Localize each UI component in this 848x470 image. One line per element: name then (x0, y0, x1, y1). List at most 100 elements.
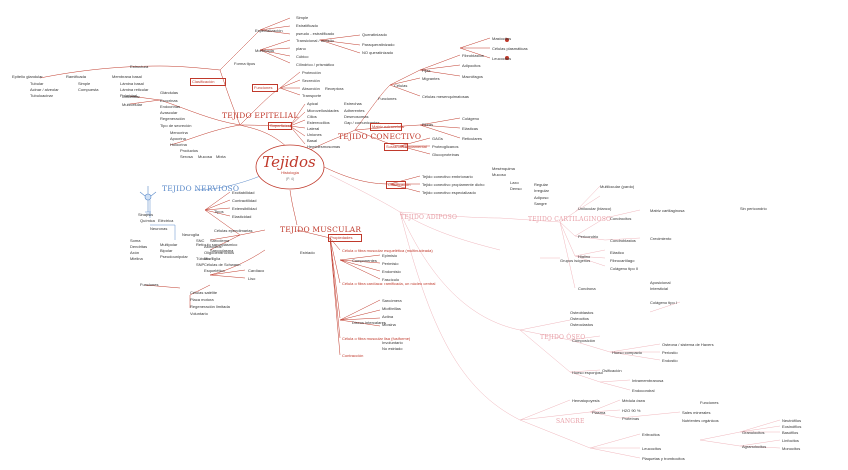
conectivo-funciones: Funciones (378, 96, 397, 101)
sangre-title: SANGRE (556, 418, 585, 425)
muscular-miofibrillas: Miofibrillas (382, 306, 401, 311)
central-note: (P. 4) (285, 177, 295, 181)
right-osteona: Osteona / sistema de Havers (662, 342, 714, 347)
right-condrocitos: Condrocitos (610, 216, 632, 221)
epitelial-absorcion: Absorción (302, 86, 320, 91)
muscular-elasticidad: Elasticidad (232, 214, 252, 219)
nervioso-unipolar: Pseudounipolar (160, 254, 188, 259)
right-elastico: Elástico (610, 250, 625, 255)
epitelial-cubico: Cúbico (296, 54, 309, 59)
muscular-excitabilidad: Excitabilidad (232, 190, 255, 195)
conectivo-gags: GAGs (432, 136, 443, 141)
muscular-liso: Liso (248, 276, 256, 281)
conectivo-embrionario: Tejido conectivo embrionario (422, 174, 473, 179)
right-unilocular: Unilocular (blanco) (578, 206, 612, 211)
muscular-sarcomera: Sarcómera (382, 298, 402, 303)
muscular-regeneracion: Regeneración limitada (190, 304, 230, 309)
right-matriz-cart: Matriz cartilaginosa (650, 208, 685, 213)
right-nutrientes: Nutrientes orgánicos (682, 418, 719, 423)
muscular-sarcolema: Sarcolema (210, 238, 230, 243)
muscular-cardiaco: Cardíaco (248, 268, 265, 273)
epitelial-funciones: Funciones (254, 85, 273, 90)
epitelial-serosa: Serosa (180, 154, 193, 159)
epitelial-regeneracion: Regeneración (160, 116, 185, 121)
epitelial-membrana-basal: Membrana basal (112, 74, 142, 79)
right-endostio: Endostio (662, 358, 678, 363)
epitelial-superficies: Superficies (270, 123, 290, 128)
epitelial-estrechas: Estrechas (344, 101, 362, 106)
nervioso-multipolar: Multipolar (160, 242, 178, 247)
epitelial-no-queratinizado: NO queratinizado (362, 50, 394, 55)
muscular-sinapsis: Placa motora (190, 297, 214, 302)
muscular-fibra: Célula o fibra muscular lisa (fusiforme) (342, 336, 411, 341)
epitelial-pseudo: pseudo - estratificado (296, 31, 335, 36)
muscular-miosina: Miosina (382, 322, 396, 327)
nervioso-snc: SNC (196, 238, 205, 243)
right-endocondral: Endocondral (632, 388, 655, 393)
conectivo-plasmaticas: Células plasmáticas (492, 46, 528, 51)
epitelial-compuesta: Compuesta (78, 87, 99, 92)
epitelial-estereocilios: Estereocilios (307, 120, 330, 125)
epitelial-avascular: Avascular (160, 110, 178, 115)
right-eritrocitos: Eritrocitos (642, 432, 660, 437)
nervioso-schwann: Células de Schwann (204, 262, 241, 267)
muscular-title: TEJIDO MUSCULAR (280, 225, 362, 234)
conectivo-mastocitos: Mastocitos (492, 36, 512, 41)
nervioso-ependimarias: Células ependimarias (214, 228, 253, 233)
muscular-estriado: Estriado (300, 250, 315, 255)
conectivo-sangre: Sangre (534, 201, 547, 206)
epitelial-apical: Apical (307, 101, 318, 106)
muscular-funciones-tag: Funciones (140, 282, 159, 287)
central-title: Tejidos (262, 153, 316, 171)
muscular-fasciculo: Fascículo (382, 277, 400, 282)
conectivo-adiposo: Adiposo (534, 195, 549, 200)
right-grupos-isogenos: Grupos isógenos (560, 258, 591, 263)
nervioso-bipolar: Bipolar (160, 248, 173, 253)
muscular-sarcoplasma: Sarcoplasma (210, 248, 234, 253)
right-monocitos: Monocitos (782, 446, 801, 451)
muscular-reticulo: Retículo sarcoplásmico (196, 242, 238, 247)
muscular-componentes: Componentes (352, 258, 377, 263)
right-leucocitos: Leucocitos (642, 446, 662, 451)
epitelial-morfologia: Morfología (255, 48, 274, 53)
epitelial-forma-tipos: Forma tipos (234, 61, 256, 66)
conectivo-reticulares: Reticulares (462, 136, 483, 141)
muscular-voluntario: Voluntario (190, 311, 208, 316)
epitelial-productos: Productos (180, 148, 199, 153)
epitelial-glandulas: Glándulas (160, 90, 179, 95)
oseo-title: TEJIDO ÓSEO (540, 334, 586, 341)
muscular-celula-satelite: Células satélite (190, 290, 218, 295)
epitelial-endo: Endocrinas (160, 104, 181, 109)
epitelial-glandular: Epitelio glandular (12, 74, 43, 79)
conectivo-fibroblasto: Fibroblastos (462, 53, 484, 58)
right-sales: Sales minerales (682, 410, 711, 415)
right-plasma: Plasma (592, 410, 606, 415)
epitelial-plano: plano (296, 46, 306, 51)
epitelial-simple2: Simple (78, 81, 91, 86)
central-node (255, 144, 325, 190)
epitelial-uniones: Uniones (307, 132, 322, 137)
epitelial-multicelular: Multicelular (122, 102, 143, 107)
muscular-perimisio: Perimisio (382, 261, 399, 266)
epitelial-receptora: Receptora (325, 86, 344, 91)
conectivo-regular: Regular (534, 182, 549, 187)
epitelial-clasificacion: Clasificación (192, 79, 215, 84)
right-colageno-tipo: Colágeno tipo I (650, 300, 677, 305)
propiedades-box (328, 234, 362, 242)
epitelial-transicional: Transicional / urotelio (296, 38, 334, 43)
right-hialino: Hialino (578, 254, 591, 259)
right-osteoclastos: Osteoclastos (570, 322, 594, 327)
epitelial-mucosa: Mucosa (198, 154, 213, 159)
central-subtitle: Histología (281, 170, 299, 175)
nervioso-microglia: Microglía (204, 256, 221, 261)
right-crecimiento: Crecimiento (650, 236, 672, 241)
muscular-fibra-esq: Célula o fibra muscular esquelética (mul… (342, 248, 433, 253)
right-plaquetas: Plaquetas y trombocitos (642, 456, 685, 461)
right-intersticial: Intersticial (650, 286, 669, 291)
conectivo-leucocitos: Leucocitos (492, 56, 512, 61)
nervioso-soma: Soma (130, 238, 141, 243)
right-aposicional: Aposicional (650, 280, 671, 285)
epitelial-estructura: Estructura (130, 64, 149, 69)
epitelial-simple: Simple (296, 15, 309, 20)
